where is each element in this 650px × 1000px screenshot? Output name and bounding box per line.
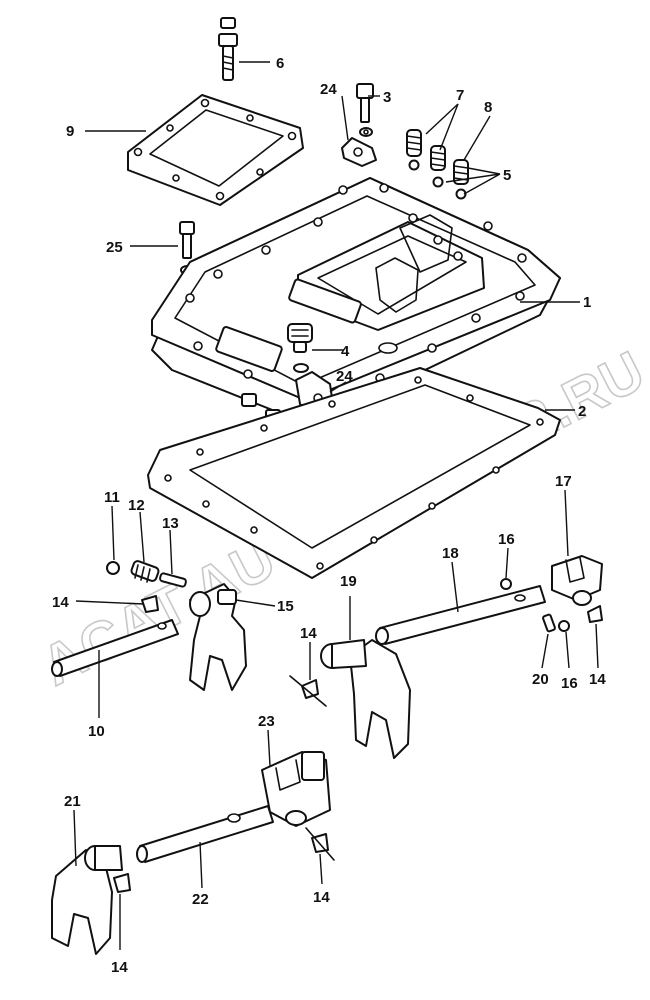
callout-15: 15: [277, 598, 294, 615]
part-17-block: [551, 555, 603, 606]
part-11-ball: [106, 561, 120, 575]
part-2-lower-gasket: [147, 367, 561, 579]
callout-6: 6: [276, 55, 284, 72]
part-16-ball-a: [500, 578, 512, 590]
part-18-rod: [375, 585, 546, 645]
callout-25: 25: [106, 239, 123, 256]
part-12-spring: [130, 560, 160, 583]
callout-16-a: 16: [498, 531, 515, 548]
callout-1: 1: [583, 294, 591, 311]
callout-19: 19: [340, 573, 357, 590]
part-14-clip-a: [141, 595, 159, 613]
part-3-bolt: [356, 83, 374, 137]
part-24-bracket-top: [341, 137, 377, 167]
callout-14-d: 14: [313, 889, 330, 906]
leader-lines: [73, 61, 599, 950]
callout-16-b: 16: [561, 675, 578, 692]
part-14-clip-d: [305, 827, 335, 861]
callout-21: 21: [64, 793, 81, 810]
part-21-fork: [51, 845, 123, 955]
part-15-fork: [189, 583, 247, 691]
callout-8: 8: [484, 99, 492, 116]
callout-9: 9: [66, 123, 74, 140]
callout-18: 18: [442, 545, 459, 562]
callout-14-c: 14: [589, 671, 606, 688]
part-6-bolt: [218, 17, 238, 81]
part-22-rod: [136, 805, 274, 863]
callout-7: 7: [456, 87, 464, 104]
part-14-clip-c: [587, 605, 603, 623]
part-20-pin: [542, 613, 556, 633]
callout-24-lower: 24: [336, 368, 353, 385]
part-10-shift-rod: [51, 619, 179, 677]
part-5-balls: [408, 159, 467, 200]
callout-12: 12: [128, 497, 145, 514]
callout-2: 2: [578, 403, 586, 420]
part-23-selector-block: [261, 751, 331, 827]
part-19-fork: [320, 639, 411, 759]
part-14-clip-b: [289, 675, 327, 707]
callout-14-b: 14: [300, 625, 317, 642]
callout-17: 17: [555, 473, 572, 490]
callout-23: 23: [258, 713, 275, 730]
part-7-8-springs: [406, 129, 469, 185]
callout-22: 22: [192, 891, 209, 908]
callout-11: 11: [104, 489, 120, 506]
callout-13: 13: [162, 515, 179, 532]
part-14-clip-e: [113, 873, 131, 893]
part-9-gasket-plate: [127, 94, 304, 206]
callout-14-e: 14: [111, 959, 128, 976]
callout-14-a: 14: [52, 594, 69, 611]
part-16-ball-b: [558, 620, 570, 632]
callout-20: 20: [532, 671, 549, 688]
callout-24-top: 24: [320, 81, 337, 98]
part-13-pin: [159, 572, 187, 588]
callout-4: 4: [341, 343, 350, 360]
callout-3: 3: [383, 89, 391, 106]
callout-labels: 6 9 24 3 7 8 5 25 1 4 24 2 11 12 13 14 1…: [52, 55, 606, 976]
callout-5: 5: [503, 167, 511, 184]
callout-10: 10: [88, 723, 105, 740]
part-4-plug: [287, 323, 313, 373]
